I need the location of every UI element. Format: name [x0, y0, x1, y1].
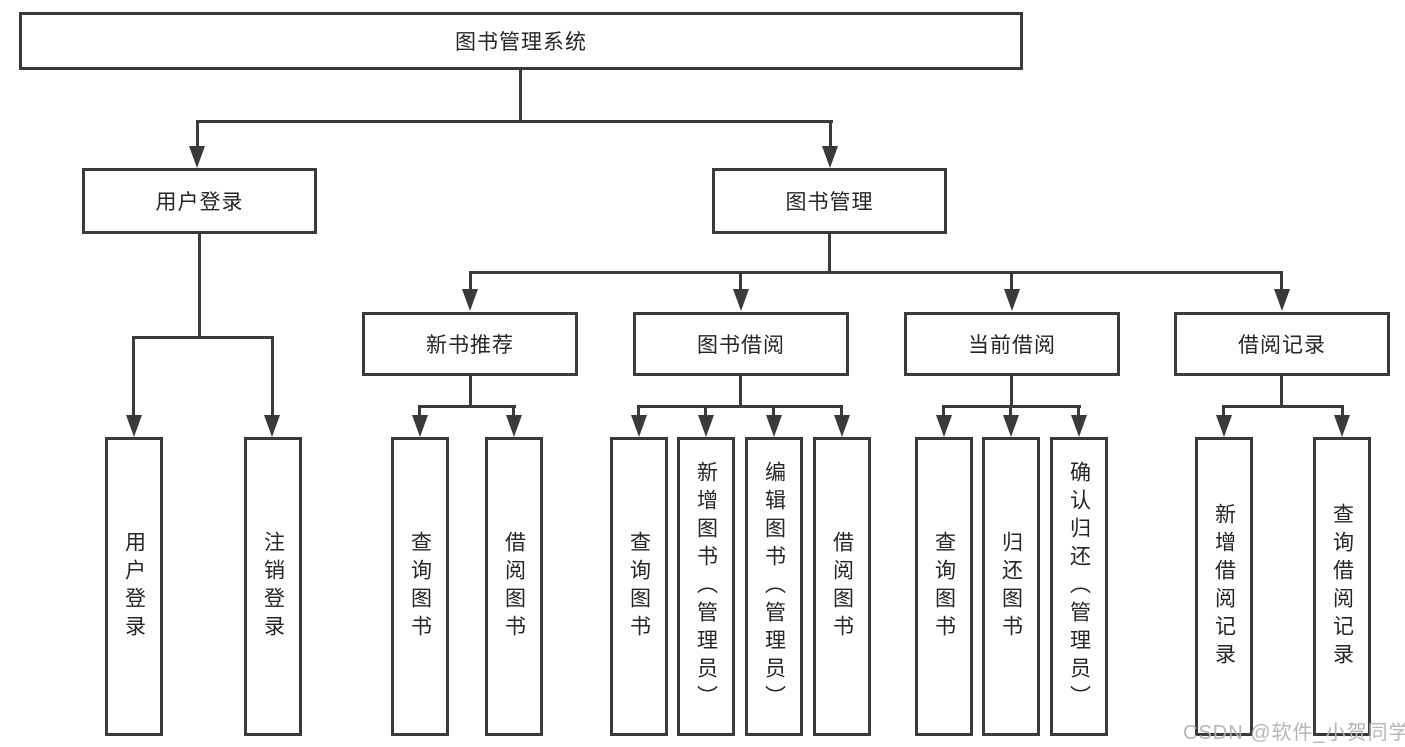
leaf-confirm-return-admin-label: 确认归还（管理员） — [1067, 460, 1091, 713]
arrowhead-down-icon — [1216, 415, 1232, 437]
arrowhead-down-icon — [412, 415, 428, 437]
arrowhead-down-icon — [1071, 415, 1087, 437]
leaf-borrow-books-recommend-label: 借阅图书 — [502, 530, 526, 643]
arrowhead-down-icon — [1004, 289, 1020, 311]
node-borrowing-records-label: 借阅记录 — [1238, 334, 1326, 357]
leaf-return-books: 归还图书 — [982, 437, 1040, 736]
connector-to-leaf-logout-shaft — [271, 336, 274, 416]
connector-borrow-records-crossbar — [1222, 405, 1344, 408]
arrowhead-down-icon — [126, 415, 142, 437]
leaf-user-login: 用户登录 — [105, 437, 163, 736]
node-new-book-recommendation: 新书推荐 — [362, 312, 578, 376]
node-book-management-label: 图书管理 — [785, 191, 874, 214]
connector-leaf-shaft — [1077, 405, 1080, 417]
arrowhead-down-icon — [698, 415, 714, 437]
connector-to-leaf-user-login-shaft — [132, 336, 135, 416]
node-current-borrowing: 当前借阅 — [904, 312, 1120, 376]
leaf-borrow-books-recommend: 借阅图书 — [485, 437, 543, 736]
leaf-logout-label: 注销登录 — [261, 530, 285, 643]
node-book-management: 图书管理 — [712, 168, 947, 234]
arrowhead-down-icon — [506, 415, 522, 437]
connector-leaf-shaft — [1222, 405, 1225, 417]
connector-new-book-rec-stem — [469, 376, 472, 407]
leaf-query-borrow-record: 查询借阅记录 — [1313, 437, 1371, 736]
arrowhead-down-icon — [822, 146, 838, 168]
leaf-add-books-admin-label: 新增图书（管理员） — [694, 460, 718, 713]
node-root-label: 图书管理系统 — [455, 31, 587, 54]
connector-leaf-shaft — [772, 405, 775, 417]
connector-root-stem — [519, 70, 522, 120]
arrowhead-down-icon — [834, 415, 850, 437]
connector-borrow-records-stem — [1280, 376, 1283, 407]
leaf-borrow-books: 借阅图书 — [813, 437, 871, 736]
leaf-edit-books-admin-label: 编辑图书（管理员） — [762, 460, 786, 713]
connector-leaf-shaft — [704, 405, 707, 417]
connector-new-book-rec-crossbar — [418, 405, 516, 408]
arrowhead-down-icon — [733, 289, 749, 311]
leaf-query-borrow-record-label: 查询借阅记录 — [1330, 502, 1354, 671]
connector-user-login-stem — [198, 234, 201, 337]
connector-leaf-shaft — [840, 405, 843, 417]
connector-to-borrow-records-shaft — [1280, 271, 1283, 291]
arrowhead-down-icon — [264, 415, 280, 437]
leaf-user-login-label: 用户登录 — [122, 530, 146, 643]
leaf-add-borrow-record: 新增借阅记录 — [1195, 437, 1253, 736]
connector-book-borrow-crossbar — [637, 405, 843, 408]
connector-leaf-shaft — [418, 405, 421, 417]
leaf-return-books-label: 归还图书 — [999, 530, 1023, 643]
connector-to-new-book-rec-shaft — [469, 271, 472, 291]
leaf-query-books-recommend-label: 查询图书 — [408, 530, 432, 643]
connector-leaf-shaft — [942, 405, 945, 417]
connector-to-book-borrow-shaft — [739, 271, 742, 291]
connector-leaf-shaft — [637, 405, 640, 417]
leaf-query-books-borrow-label: 查询图书 — [627, 530, 651, 643]
csdn-watermark: CSDN @软件_小贺同学 — [1183, 722, 1405, 744]
arrowhead-down-icon — [1003, 415, 1019, 437]
connector-book-mgmt-stem — [828, 234, 831, 273]
connector-root-to-user-login-shaft — [196, 120, 199, 148]
leaf-edit-books-admin: 编辑图书（管理员） — [745, 437, 803, 736]
node-book-borrowing-label: 图书借阅 — [697, 334, 785, 357]
node-root-library-management-system: 图书管理系统 — [19, 12, 1023, 70]
connector-book-borrow-stem — [739, 376, 742, 407]
node-user-login-label: 用户登录 — [155, 191, 244, 214]
node-borrowing-records: 借阅记录 — [1174, 312, 1390, 376]
connector-root-crossbar — [196, 120, 833, 123]
connector-user-login-crossbar — [132, 336, 274, 339]
arrowhead-down-icon — [936, 415, 952, 437]
connector-leaf-shaft — [1009, 405, 1012, 417]
leaf-query-books-current: 查询图书 — [915, 437, 973, 736]
leaf-query-books-borrow: 查询图书 — [610, 437, 668, 736]
connector-root-to-book-mgmt-shaft — [829, 120, 832, 148]
node-current-borrowing-label: 当前借阅 — [968, 334, 1056, 357]
arrowhead-down-icon — [1334, 415, 1350, 437]
leaf-query-books-recommend: 查询图书 — [391, 437, 449, 736]
leaf-add-books-admin: 新增图书（管理员） — [677, 437, 735, 736]
connector-leaf-shaft — [1341, 405, 1344, 417]
node-new-book-recommendation-label: 新书推荐 — [426, 334, 514, 357]
connector-to-current-borrow-shaft — [1010, 271, 1013, 291]
connector-current-borrow-stem — [1010, 376, 1013, 407]
arrowhead-down-icon — [189, 146, 205, 168]
leaf-add-borrow-record-label: 新增借阅记录 — [1212, 502, 1236, 671]
leaf-confirm-return-admin: 确认归还（管理员） — [1050, 437, 1108, 736]
arrowhead-down-icon — [631, 415, 647, 437]
arrowhead-down-icon — [1274, 289, 1290, 311]
connector-book-mgmt-crossbar — [469, 271, 1283, 274]
leaf-borrow-books-label: 借阅图书 — [830, 530, 854, 643]
node-user-login: 用户登录 — [82, 168, 317, 234]
connector-leaf-shaft — [512, 405, 515, 417]
leaf-query-books-current-label: 查询图书 — [932, 530, 956, 643]
node-book-borrowing: 图书借阅 — [633, 312, 849, 376]
leaf-logout: 注销登录 — [244, 437, 302, 736]
arrowhead-down-icon — [766, 415, 782, 437]
arrowhead-down-icon — [462, 289, 478, 311]
